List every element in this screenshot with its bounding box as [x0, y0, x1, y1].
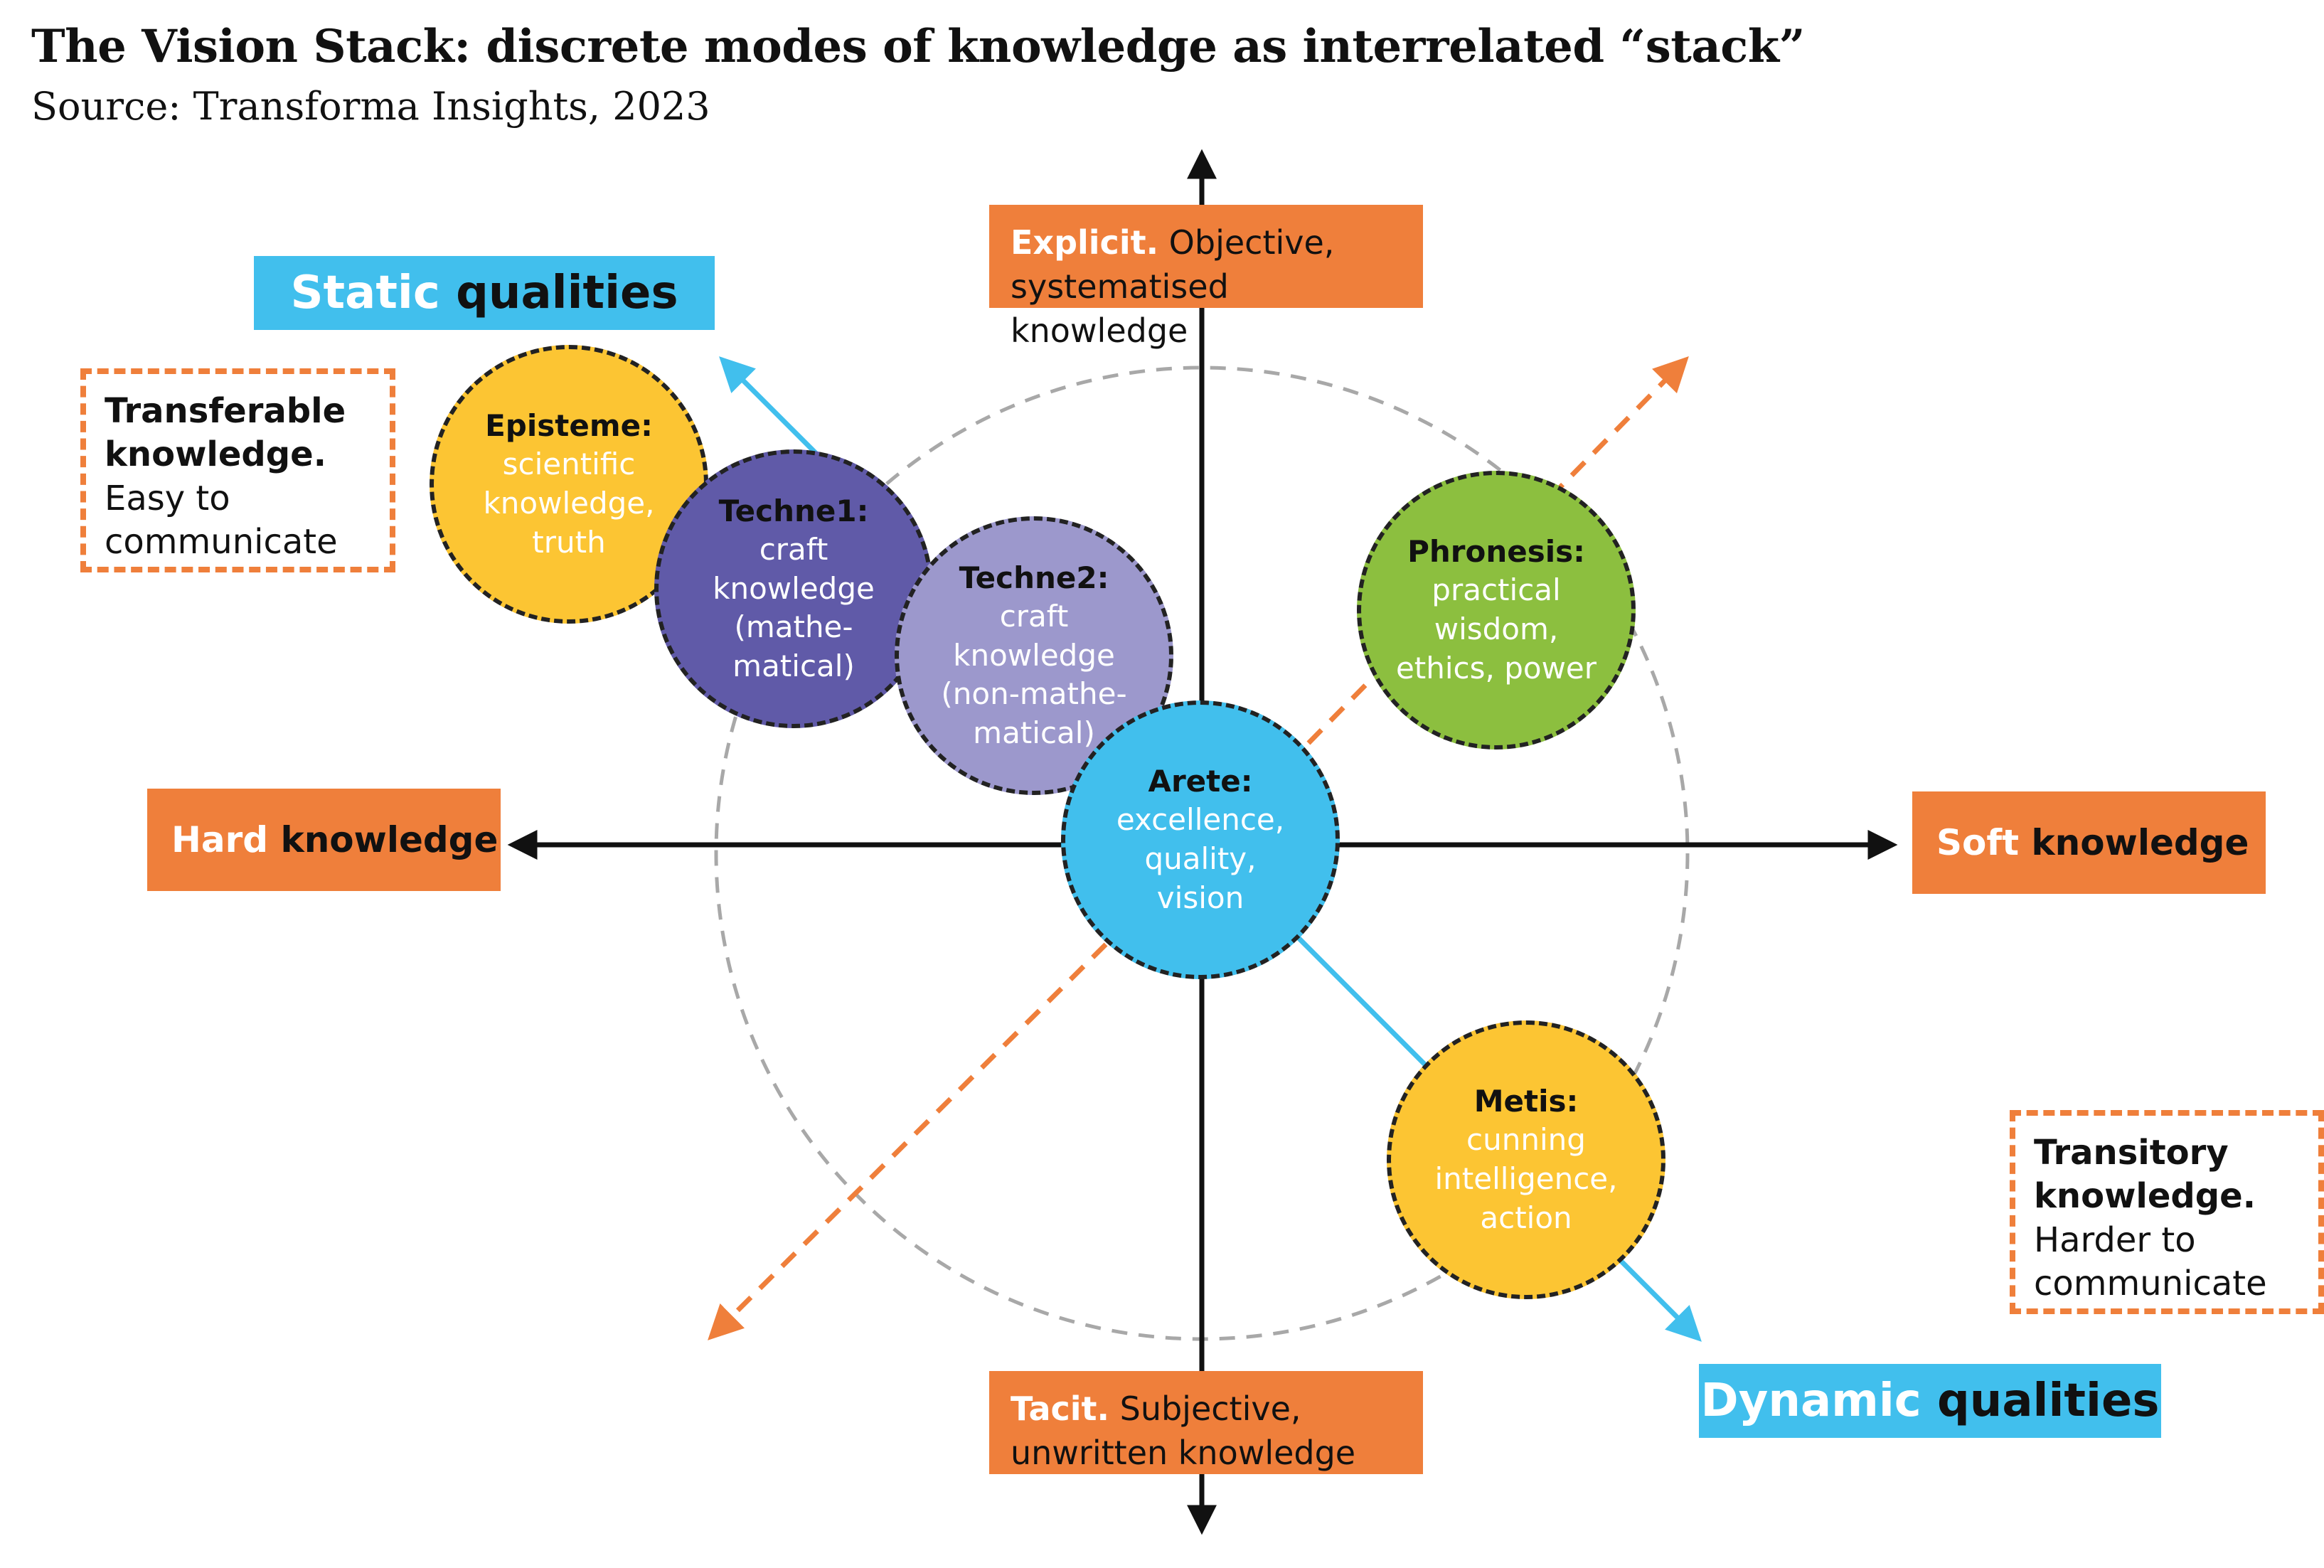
diagonal-dashed-arrow-down-left	[708, 942, 1108, 1340]
dynamic-qualities-label: Dynamic qualities	[1699, 1364, 2161, 1438]
techne1-circle: Techne1: craft knowledge (mathe- matical…	[654, 449, 933, 728]
transitory-knowledge-box: Transitory knowledge. Harder to communic…	[2010, 1110, 2324, 1314]
soft-knowledge-label: Soft knowledge	[1912, 791, 2266, 894]
static-qualities-label: Static qualities	[254, 256, 715, 330]
hard-knowledge-label: Hard knowledge	[147, 789, 501, 891]
static-qualities-arrow	[719, 356, 820, 457]
arete-circle: Arete: excellence, quality, vision	[1061, 700, 1340, 979]
transferable-knowledge-box: Transferable knowledge. Easy to communic…	[80, 368, 395, 572]
tacit-knowledge-label: Tacit. Subjective, unwritten knowledge	[989, 1371, 1423, 1474]
metis-circle: Metis: cunning intelligence, action	[1387, 1020, 1665, 1299]
page-subtitle: Source: Transforma Insights, 2023	[31, 84, 710, 129]
phronesis-circle: Phronesis: practical wisdom, ethics, pow…	[1357, 471, 1636, 750]
page-title: The Vision Stack: discrete modes of know…	[31, 20, 1805, 73]
explicit-knowledge-label: Explicit. Objective, systematised knowle…	[989, 205, 1423, 350]
